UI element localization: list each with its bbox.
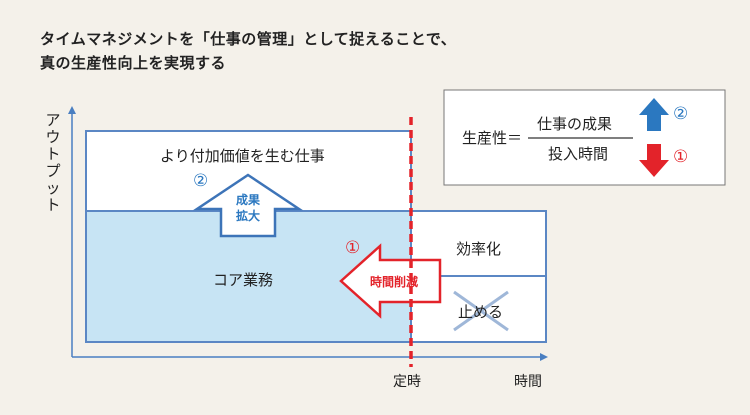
expand-number: ②: [193, 171, 209, 191]
expand-label-2: 拡大: [236, 209, 261, 223]
stop-cross-line-2: [453, 290, 509, 332]
expand-arrow: [192, 173, 304, 238]
formula-num-marker: ②: [673, 104, 689, 124]
formula-up-arrow-icon: [639, 98, 669, 131]
y-axis-label: アウトプット: [45, 111, 61, 214]
x-tick-teiji: 定時: [393, 374, 421, 390]
x-axis-label: 時間: [514, 374, 542, 390]
value-work-label: より付加価値を生む仕事: [160, 147, 325, 165]
efficiency-label: 効率化: [456, 240, 502, 258]
x-axis-arrowhead: [540, 353, 548, 361]
formula-down-arrow-icon: [639, 144, 669, 177]
y-axis-arrowhead: [68, 106, 76, 114]
reduce-arrow: [339, 243, 442, 319]
reduce-label: 時間削減: [370, 275, 419, 289]
title-line-1: タイムマネジメントを「仕事の管理」として捉えることで、: [40, 30, 457, 48]
formula-den-marker: ①: [673, 147, 689, 167]
title-line-2: 真の生産性向上を実現する: [40, 54, 227, 72]
formula-numerator: 仕事の成果: [537, 115, 613, 133]
core-work-label: コア業務: [213, 271, 274, 289]
formula-lhs: 生産性＝: [462, 129, 523, 147]
formula-denominator: 投入時間: [548, 145, 609, 163]
stop-label: 止める: [458, 303, 504, 321]
reduce-number: ①: [345, 238, 361, 258]
expand-label-1: 成果: [236, 193, 261, 207]
